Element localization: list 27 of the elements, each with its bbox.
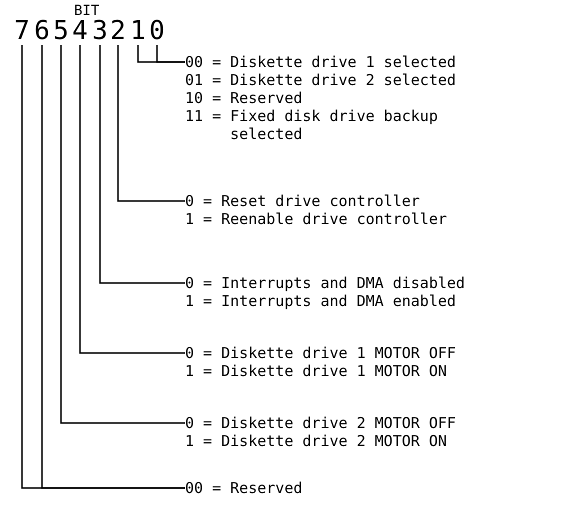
- bit-value-description: 0 = Reset drive controller: [185, 192, 421, 210]
- connector-line: [117, 45, 185, 202]
- bit-value-description: 01 = Diskette drive 2 selected: [185, 71, 457, 89]
- bit-number: 3: [90, 17, 110, 45]
- bit-value-description: 0 = Diskette drive 2 MOTOR OFF: [185, 414, 457, 432]
- bit-number: 6: [32, 17, 52, 45]
- bit-heading: BIT: [74, 3, 100, 19]
- bit-value-description: 1 = Diskette drive 1 MOTOR ON: [185, 362, 448, 380]
- bit-number: 7: [12, 17, 32, 45]
- bit-number: 4: [70, 17, 90, 45]
- bit-value-description: 1 = Diskette drive 2 MOTOR ON: [185, 432, 448, 450]
- bit-number: 0: [147, 17, 167, 45]
- connector-line: [156, 45, 185, 63]
- bit-value-description: 10 = Reserved: [185, 89, 304, 107]
- bit-number: 5: [51, 17, 71, 45]
- bit-value-description: 00 = Diskette drive 1 selected: [185, 53, 457, 71]
- bit-value-description: 1 = Interrupts and DMA enabled: [185, 292, 457, 310]
- connector-line: [79, 45, 185, 354]
- bit-value-description: 0 = Diskette drive 1 MOTOR OFF: [185, 344, 457, 362]
- bit-value-description: 11 = Fixed disk drive backup selected: [185, 107, 439, 143]
- bit-value-description: 1 = Reenable drive controller: [185, 210, 448, 228]
- bit-number: 2: [108, 17, 128, 45]
- bit-number: 1: [128, 17, 148, 45]
- bit-value-description: 00 = Reserved: [185, 479, 304, 497]
- bit-value-description: 0 = Interrupts and DMA disabled: [185, 274, 466, 292]
- connector-line: [60, 45, 185, 424]
- connector-line: [99, 45, 185, 284]
